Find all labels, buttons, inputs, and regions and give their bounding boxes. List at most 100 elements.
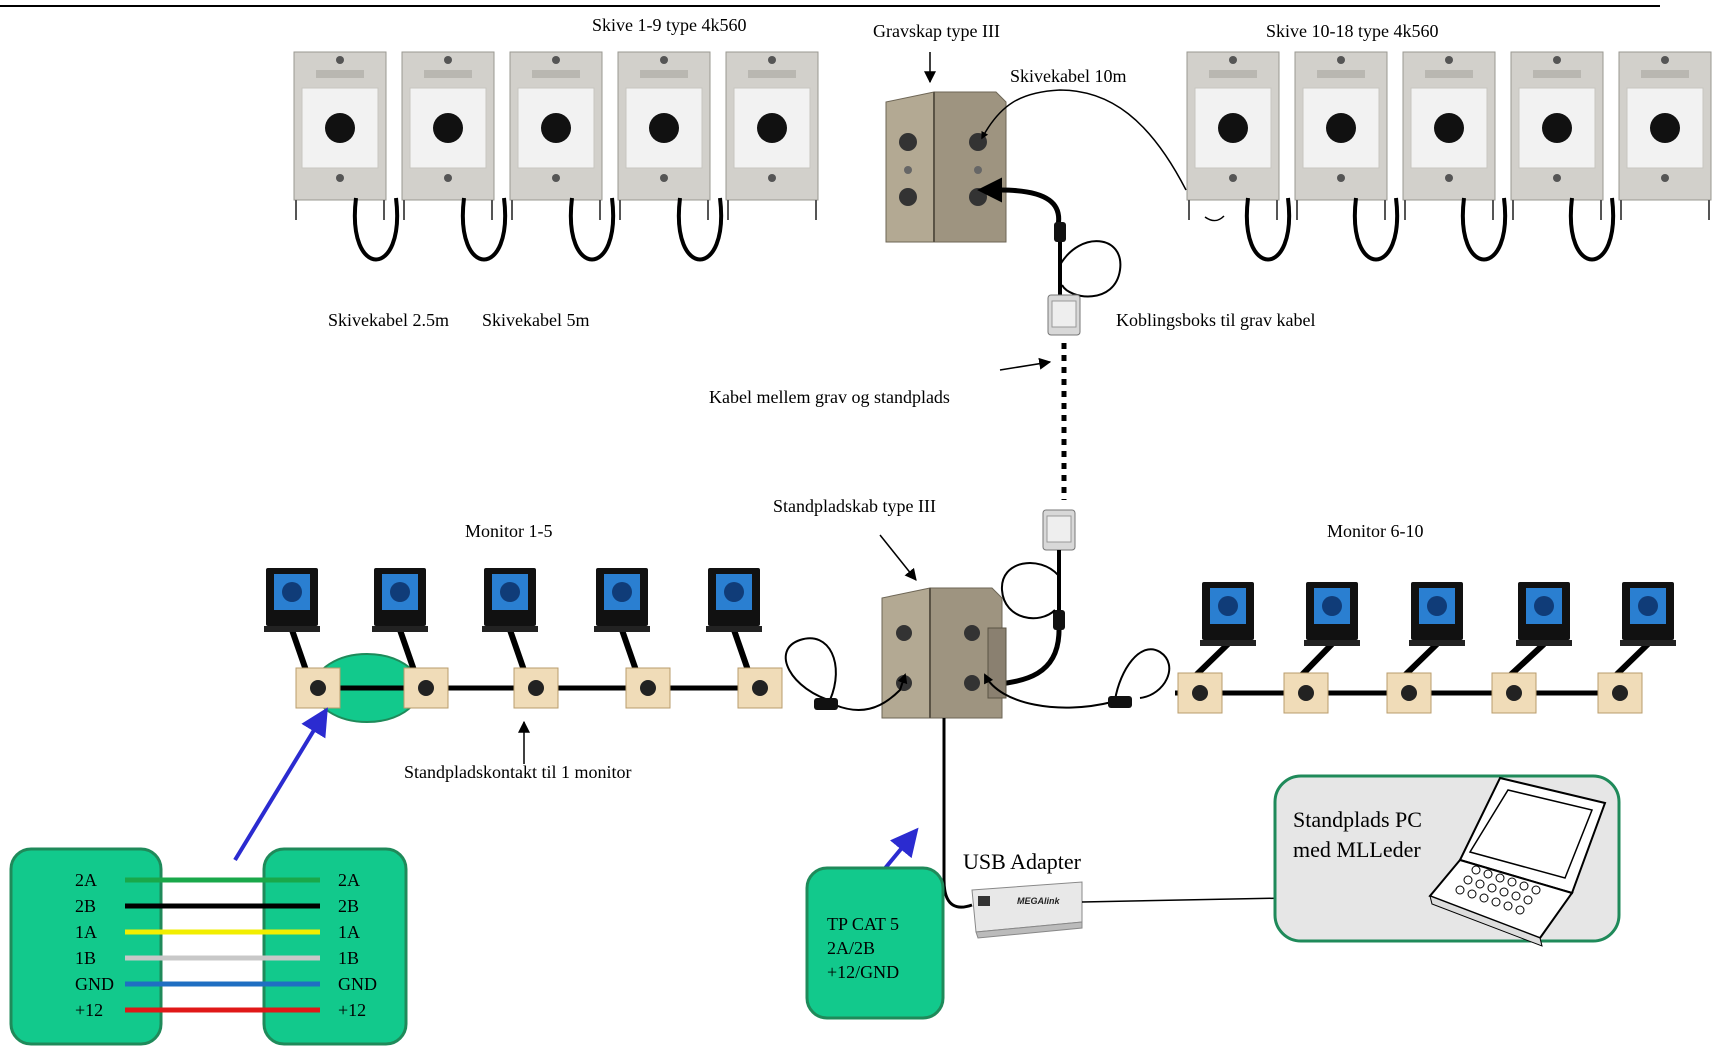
label-target-cable-10m: Skivekabel 10m (1010, 66, 1126, 86)
wire-label-right: 2B (338, 896, 359, 916)
plug-upper (1054, 222, 1066, 242)
label-usb-adapter: USB Adapter (963, 849, 1082, 874)
label-target-cable-5m: Skivekabel 5m (482, 310, 589, 330)
target-3 (509, 51, 603, 220)
tp-cat5-panel (805, 866, 945, 1020)
wire-panel-right (262, 847, 408, 1046)
coil-lower (1000, 562, 1059, 620)
wire-label-left: 1A (75, 922, 97, 942)
label-stand-cabinet: Standpladskab type III (773, 496, 936, 516)
label-tp-line3: +12/GND (827, 962, 899, 982)
right-chain-cable (984, 673, 1113, 709)
wire-row-1B: 1B 1B (75, 948, 359, 968)
laptop-icon (1428, 776, 1607, 947)
monitor-7 (1293, 582, 1360, 684)
stand-cabinet (881, 587, 1007, 719)
right-coil (1114, 648, 1171, 701)
wire-label-left: 2B (75, 896, 96, 916)
target-loop-cable (352, 197, 400, 262)
monitor-6 (1187, 582, 1256, 684)
label-monitors-right: Monitor 6-10 (1327, 521, 1424, 541)
stand-contact-box (625, 667, 671, 709)
wire-row-2B: 2B 2B (75, 896, 359, 916)
stand-contact-box (403, 667, 449, 709)
stand-contact-box (1597, 672, 1643, 714)
wire-label-left: GND (75, 974, 114, 994)
label-target-cable-25m: Skivekabel 2.5m (328, 310, 449, 330)
target-5 (725, 51, 819, 220)
wire-label-left: 1B (75, 948, 96, 968)
label-targets-right: Skive 10-18 type 4k560 (1266, 21, 1439, 41)
wire-label-right: GND (338, 974, 377, 994)
target-10 (1186, 51, 1280, 220)
junction-box-top (1047, 294, 1081, 336)
monitor-3 (482, 568, 538, 677)
wire-row-1A: 1A 1A (75, 922, 360, 942)
target-13 (1510, 51, 1604, 220)
pit-cabinet (885, 91, 1007, 243)
target-cable-10m (981, 89, 1187, 191)
label-monitors-left: Monitor 1-5 (465, 521, 553, 541)
blue-arrow-wire (233, 707, 328, 862)
label-stand-contact: Standpladskontakt til 1 monitor (404, 762, 632, 782)
left-chain-cable (834, 673, 908, 711)
stand-contact-box (1283, 672, 1329, 714)
monitors-left-group (264, 568, 783, 709)
blue-arrow-tp (880, 827, 919, 874)
wire-label-right: 1B (338, 948, 359, 968)
monitor-9 (1501, 582, 1572, 684)
stand-contact-box (1177, 672, 1223, 714)
stand-contact-box (513, 667, 559, 709)
monitor-4 (594, 568, 650, 677)
label-cable-between: Kabel mellem grav og standplads (709, 387, 950, 407)
target-loop-cable (460, 197, 508, 262)
target-loop-cable (1460, 197, 1508, 262)
target-loop-cable (1568, 197, 1616, 262)
label-tp-line1: TP CAT 5 (827, 914, 899, 934)
target-loop-cable (1244, 197, 1292, 262)
label-targets-left: Skive 1-9 type 4k560 (592, 15, 747, 35)
wire-panel-left (9, 847, 163, 1046)
left-coil (784, 637, 837, 703)
targets-right-group (1186, 51, 1712, 220)
usb-adapter: MEGAlink (971, 881, 1083, 939)
monitor-5 (706, 568, 762, 677)
target-loop-cable (1352, 197, 1400, 262)
stand-cabinet-arrow (879, 534, 917, 581)
target-14 (1618, 51, 1712, 220)
wire-label-right: 2A (338, 870, 360, 890)
monitors-right-group (1177, 582, 1676, 714)
label-tp-line2: 2A/2B (827, 938, 875, 958)
label-pc-line1: Standplads PC (1293, 807, 1422, 832)
label-pit-cabinet: Gravskap type III (873, 21, 1000, 41)
target-cable-10m-end (1204, 215, 1225, 222)
target-loop-cables (352, 197, 1616, 262)
pit-to-junction-cable (977, 177, 1062, 227)
target-4 (617, 51, 711, 220)
wire-label-right: +12 (338, 1000, 366, 1020)
target-loop-cable (568, 197, 616, 262)
target-loop-cable (676, 197, 724, 262)
junction-box-bottom (1042, 509, 1076, 551)
wire-label-right: 1A (338, 922, 360, 942)
targets-left-group (293, 51, 819, 220)
monitor-1 (264, 568, 320, 677)
target-1 (293, 51, 387, 220)
wire-label-left: +12 (75, 1000, 103, 1020)
label-junction-box: Koblingsboks til grav kabel (1116, 310, 1315, 330)
label-pc-line2: med MLLeder (1293, 837, 1421, 862)
usb-brand-text: MEGAlink (1017, 896, 1060, 906)
wire-row-+12: +12 +12 (75, 1000, 366, 1020)
plug-lower (1053, 610, 1065, 630)
stand-contact-box (1386, 672, 1432, 714)
monitor-10 (1607, 582, 1676, 684)
target-11 (1294, 51, 1388, 220)
right-plug (1108, 696, 1132, 708)
left-plug (814, 698, 838, 710)
stand-contact-box (1491, 672, 1537, 714)
wire-row-GND: GND GND (75, 974, 377, 994)
coil-upper (1059, 240, 1122, 298)
